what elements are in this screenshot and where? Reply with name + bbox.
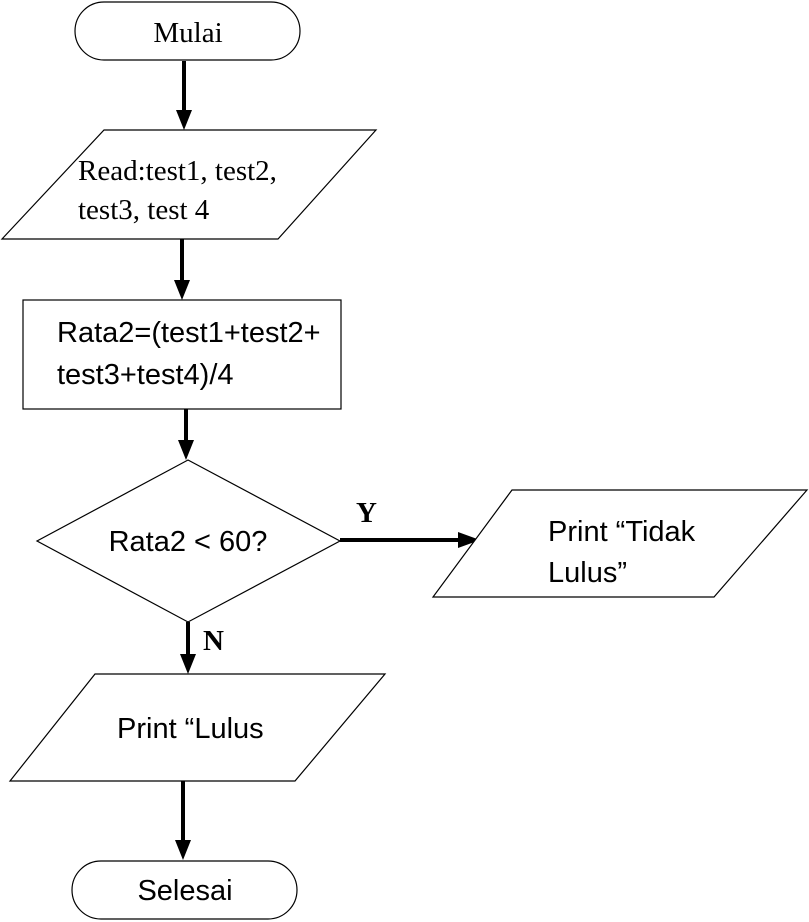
end-node: Selesai — [71, 860, 298, 920]
process-node: Rata2=(test1+test2+ test3+test4)/4 — [22, 299, 342, 410]
output-pass-parallelogram-shape — [8, 673, 387, 782]
arrow-output-to-end — [175, 781, 191, 860]
arrow-process-to-decision — [178, 409, 194, 460]
start-node: Mulai — [74, 1, 301, 61]
end-label: Selesai — [137, 875, 232, 907]
arrow-decision-yes: Y — [340, 497, 480, 548]
output-fail-label-line2: Lulus” — [548, 557, 627, 589]
process-label-line1: Rata2=(test1+test2+ — [57, 317, 321, 349]
arrow-input-to-process — [174, 239, 190, 300]
input-label-line2: test3, test 4 — [78, 194, 210, 226]
decision-label: Rata2 < 60? — [109, 526, 268, 558]
output-fail-node: Print “Tidak Lulus” — [431, 489, 809, 598]
output-pass-label: Print “Lulus — [117, 713, 264, 745]
end-terminator-shape — [71, 860, 298, 920]
arrow-decision-no: N — [180, 622, 224, 674]
input-parallelogram-shape — [0, 129, 378, 240]
output-fail-parallelogram-shape — [431, 489, 809, 598]
decision-node: Rata2 < 60? — [35, 459, 342, 623]
input-node: Read:test1, test2, test3, test 4 — [0, 129, 378, 240]
output-pass-node: Print “Lulus — [8, 673, 387, 782]
arrow-start-to-input — [176, 61, 192, 130]
no-branch-label: N — [203, 625, 224, 657]
process-label-line2: test3+test4)/4 — [57, 359, 234, 391]
process-rectangle-shape — [22, 299, 342, 410]
yes-branch-label: Y — [356, 497, 377, 529]
input-label-line1: Read:test1, test2, — [78, 155, 277, 187]
start-terminator-shape — [74, 1, 301, 61]
start-label: Mulai — [153, 17, 222, 49]
output-fail-label-line1: Print “Tidak — [548, 516, 696, 548]
